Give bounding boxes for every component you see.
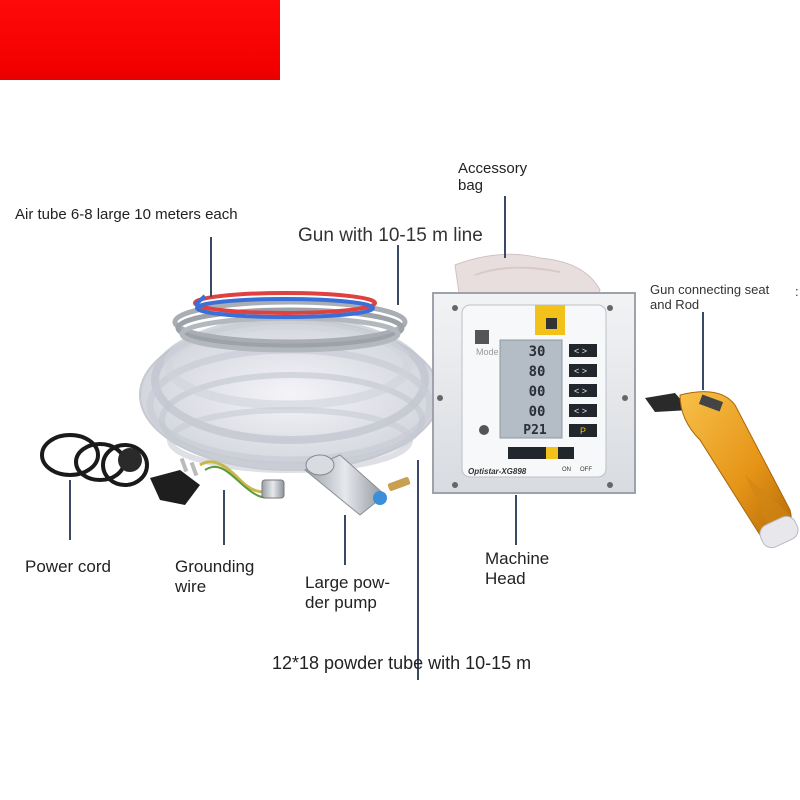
- lcd-readout-1: 30: [529, 344, 546, 360]
- label-powder-pump: Large pow- der pump: [305, 573, 390, 612]
- off-label: OFF: [580, 467, 592, 473]
- powder-pump: [304, 454, 411, 516]
- svg-text:< >: < >: [574, 386, 587, 396]
- panel-buttons: < > < > < > < >: [569, 344, 597, 437]
- on-label: ON: [562, 467, 571, 473]
- label-accessory-bag: Accessory bag: [458, 160, 527, 195]
- label-grounding-wire: Grounding wire: [175, 557, 254, 596]
- svg-text:< >: < >: [574, 366, 587, 376]
- edge-mark: :: [795, 284, 799, 299]
- label-grounding-line2: wire: [175, 576, 207, 596]
- lcd-readout-2: 80: [529, 364, 546, 380]
- label-power-cord: Power cord: [25, 557, 111, 576]
- power-cord: [40, 433, 200, 505]
- air-tubes: [193, 291, 377, 319]
- label-machine-head: Machine Head: [485, 549, 549, 588]
- svg-text:< >: < >: [574, 346, 587, 356]
- grounding-wire: [199, 460, 285, 499]
- label-machine-line1: Machine: [485, 549, 550, 568]
- label-gun-line: Gun with 10-15 m line: [298, 225, 483, 246]
- label-grounding-line1: Grounding: [175, 557, 255, 576]
- label-air-tube: Air tube 6-8 large 10 meters each: [15, 206, 238, 223]
- red-banner: [0, 0, 280, 80]
- label-gun-seat-line1: Gun connecting seat: [650, 282, 770, 297]
- label-pump-line2: der pump: [305, 592, 377, 612]
- mode-label: Mode: [476, 347, 499, 357]
- machine-head: < > < > < > < >: [432, 292, 636, 494]
- label-accessory-bag-line2: bag: [458, 177, 484, 195]
- label-gun-seat: Gun connecting seat and Rod: [650, 282, 770, 313]
- label-powder-tube: 12*18 powder tube with 10-15 m: [272, 653, 532, 673]
- recall-key-label: P: [580, 426, 586, 436]
- lcd-readout-4: 00: [529, 404, 546, 420]
- svg-text:< >: < >: [574, 406, 587, 416]
- callout-lines: [69, 196, 704, 680]
- spray-gun: [645, 391, 799, 549]
- label-gun-seat-line2: and Rod: [650, 296, 700, 312]
- label-accessory-bag-line1: Accessory: [458, 160, 528, 177]
- brand-label: Optistar-XG898: [468, 467, 527, 476]
- lcd-readout-3: 00: [529, 384, 546, 400]
- label-pump-line1: Large pow-: [305, 573, 391, 592]
- label-machine-line2: Head: [485, 568, 526, 588]
- lcd-readout-5: P21: [523, 423, 547, 438]
